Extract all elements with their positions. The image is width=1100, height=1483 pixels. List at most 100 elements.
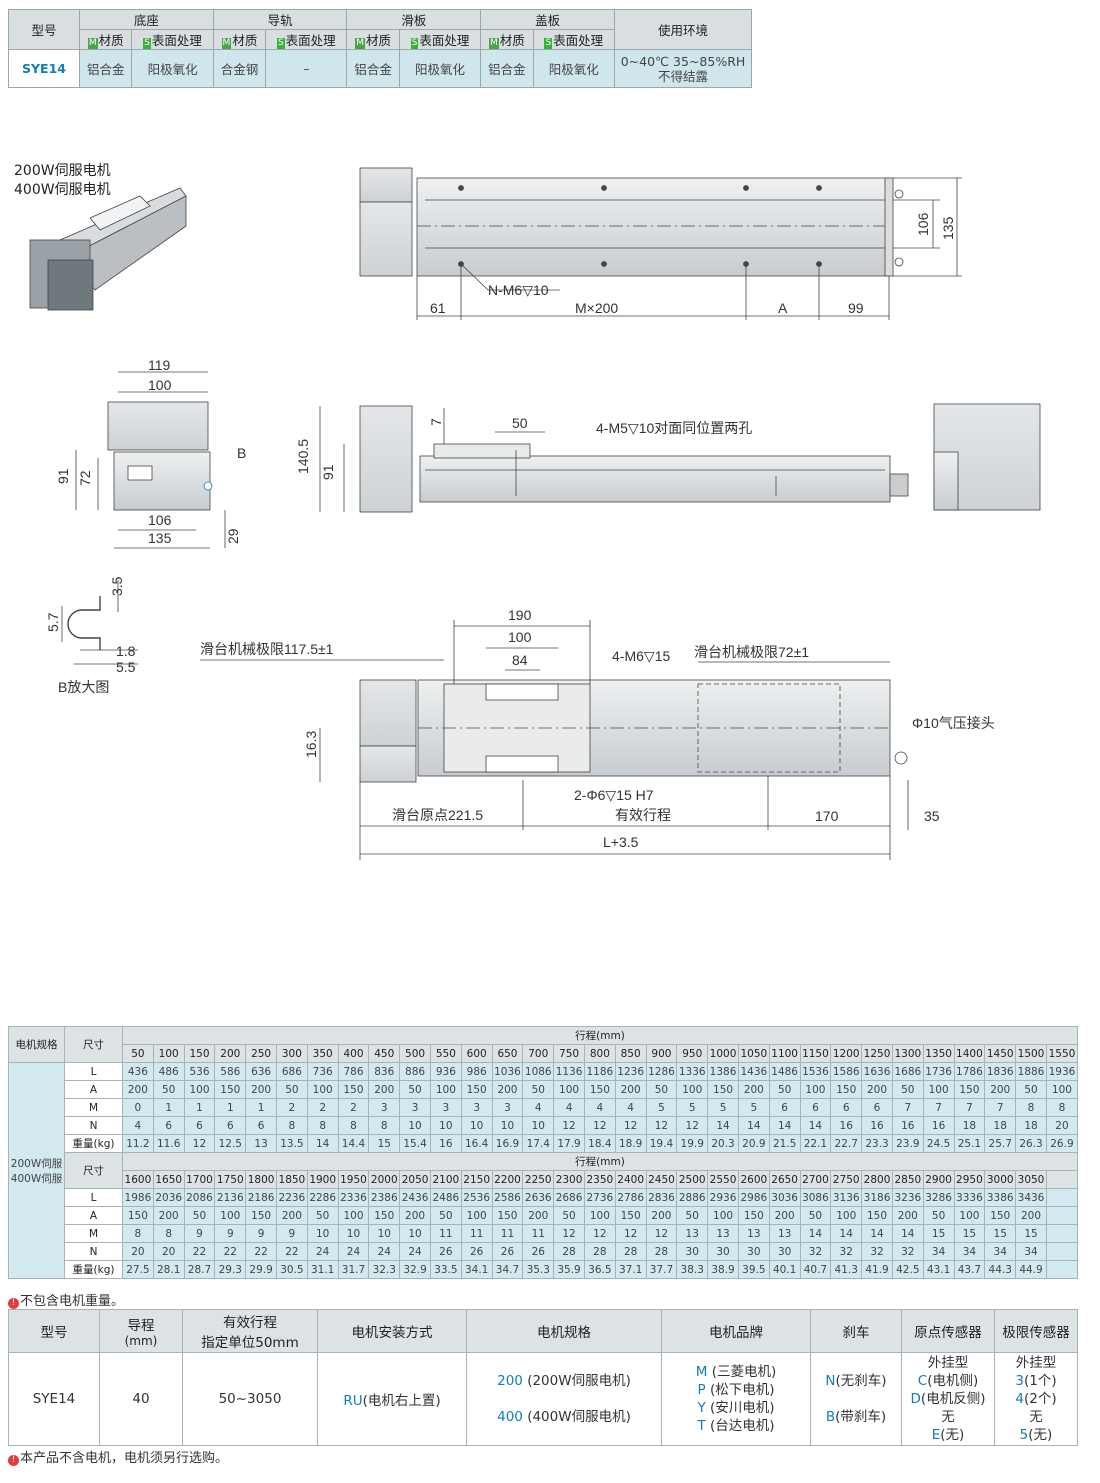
data-cell: 2736 [583, 1188, 616, 1207]
data-cell: 2536 [460, 1188, 493, 1207]
data-cell: 2036 [152, 1188, 185, 1207]
data-cell: 34.7 [491, 1260, 524, 1279]
data-cell: 150 [830, 1080, 863, 1099]
data-cell: 13 [737, 1224, 770, 1243]
slider-surface: 阳极氧化 [398, 49, 482, 88]
stroke-label: 有效行程 [615, 807, 671, 823]
data-cell: 2936 [707, 1188, 739, 1207]
data-cell [1045, 1242, 1079, 1261]
data-cell: 11 [460, 1224, 493, 1243]
row-label: A [64, 1206, 123, 1225]
dim-119: 119 [148, 357, 171, 373]
data-cell: 18 [1015, 1116, 1047, 1135]
data-cell: 1786 [953, 1062, 986, 1081]
data-cell: 1 [183, 1098, 216, 1117]
dim-5-7: 5.7 [45, 612, 61, 632]
stroke-value: 450 [368, 1044, 401, 1063]
end-view-drawing [75, 371, 226, 549]
data-cell: 15 [953, 1224, 986, 1243]
stroke-value: 800 [583, 1044, 616, 1063]
data-cell: 11.6 [152, 1134, 185, 1153]
data-cell: 200 [399, 1206, 431, 1225]
rail-surface: – [265, 49, 348, 88]
data-cell: 26.3 [1015, 1134, 1047, 1153]
data-cell: 200 [891, 1206, 924, 1225]
data-cell: 20.3 [707, 1134, 739, 1153]
data-cell [1045, 1206, 1079, 1225]
data-cell: 3 [399, 1098, 431, 1117]
sel-header-stroke: 有效行程指定单位50mm [182, 1309, 318, 1353]
data-cell: 1836 [984, 1062, 1017, 1081]
data-cell: 22 [245, 1242, 277, 1261]
data-cell: 1386 [707, 1062, 739, 1081]
data-cell: 100 [922, 1080, 955, 1099]
data-cell: 6 [245, 1116, 277, 1135]
data-cell: 12 [583, 1116, 616, 1135]
data-cell: 20 [122, 1242, 154, 1261]
data-cell: 16 [922, 1116, 955, 1135]
data-cell: 3286 [922, 1188, 955, 1207]
data-cell: 38.9 [707, 1260, 739, 1279]
stroke-value: 1400 [953, 1044, 986, 1063]
data-cell: 2236 [275, 1188, 308, 1207]
data-cell: 32 [830, 1242, 863, 1261]
data-cell: 14 [799, 1116, 832, 1135]
phi10-label: Φ10气压接头 [912, 715, 995, 731]
data-cell: 8 [152, 1224, 185, 1243]
data-cell: 2286 [306, 1188, 339, 1207]
sel-motor: 200 (200W伺服电机) 400 (400W伺服电机) [466, 1352, 662, 1446]
sel-stroke: 50~3050 [182, 1352, 318, 1446]
data-cell: 6 [183, 1116, 216, 1135]
data-cell: 39.5 [737, 1260, 770, 1279]
data-cell [1045, 1188, 1079, 1207]
data-cell: 22 [183, 1242, 216, 1261]
data-cell: 7 [891, 1098, 924, 1117]
header-env: 使用环境 [614, 9, 752, 50]
data-cell: 8 [306, 1116, 339, 1135]
stroke-value: 2700 [799, 1170, 832, 1189]
data-cell: 2586 [491, 1188, 524, 1207]
header-base: 底座 [79, 9, 214, 30]
data-cell: 2336 [337, 1188, 370, 1207]
data-cell: 41.9 [861, 1260, 893, 1279]
stroke-value: 850 [614, 1044, 647, 1063]
stroke-value: 100 [152, 1044, 185, 1063]
data-cell: 150 [583, 1080, 616, 1099]
row-label: L [64, 1062, 123, 1081]
data-cell: 200 [1015, 1206, 1047, 1225]
data-cell: 10 [522, 1116, 555, 1135]
dim-50: 50 [512, 415, 528, 431]
stroke-value: 1500 [1015, 1044, 1047, 1063]
top-hole-label: N-M6▽10 [488, 282, 549, 298]
limit-left: 滑台机械极限117.5±1 [200, 641, 334, 657]
data-cell: 100 [553, 1080, 585, 1099]
data-cell: 50 [553, 1206, 585, 1225]
data-cell: 4 [522, 1098, 555, 1117]
sel-header-origin: 原点传感器 [901, 1309, 995, 1353]
data-cell: 100 [799, 1080, 832, 1099]
data-cell: 32.9 [399, 1260, 431, 1279]
data-cell: 200 [491, 1080, 524, 1099]
data-cell: 3 [368, 1098, 401, 1117]
data-cell: 3236 [891, 1188, 924, 1207]
data-cell: 29.9 [245, 1260, 277, 1279]
rear-view-drawing [933, 403, 1041, 511]
data-cell: 26 [460, 1242, 493, 1261]
data-cell: 50 [799, 1206, 832, 1225]
stroke-value: 1000 [707, 1044, 739, 1063]
data-cell: 14 [799, 1224, 832, 1243]
dim-135-end: 135 [148, 530, 172, 546]
data-cell: 6 [214, 1116, 247, 1135]
data-cell: 18.9 [614, 1134, 647, 1153]
data-cell: 13 [245, 1134, 277, 1153]
data-cell: 18.4 [583, 1134, 616, 1153]
origin-label: 滑台原点221.5 [392, 807, 483, 823]
data-cell: 936 [429, 1062, 462, 1081]
stroke-value: 1650 [152, 1170, 185, 1189]
data-cell: 12 [553, 1116, 585, 1135]
data-cell: 50 [768, 1080, 801, 1099]
data-cell: 9 [183, 1224, 216, 1243]
